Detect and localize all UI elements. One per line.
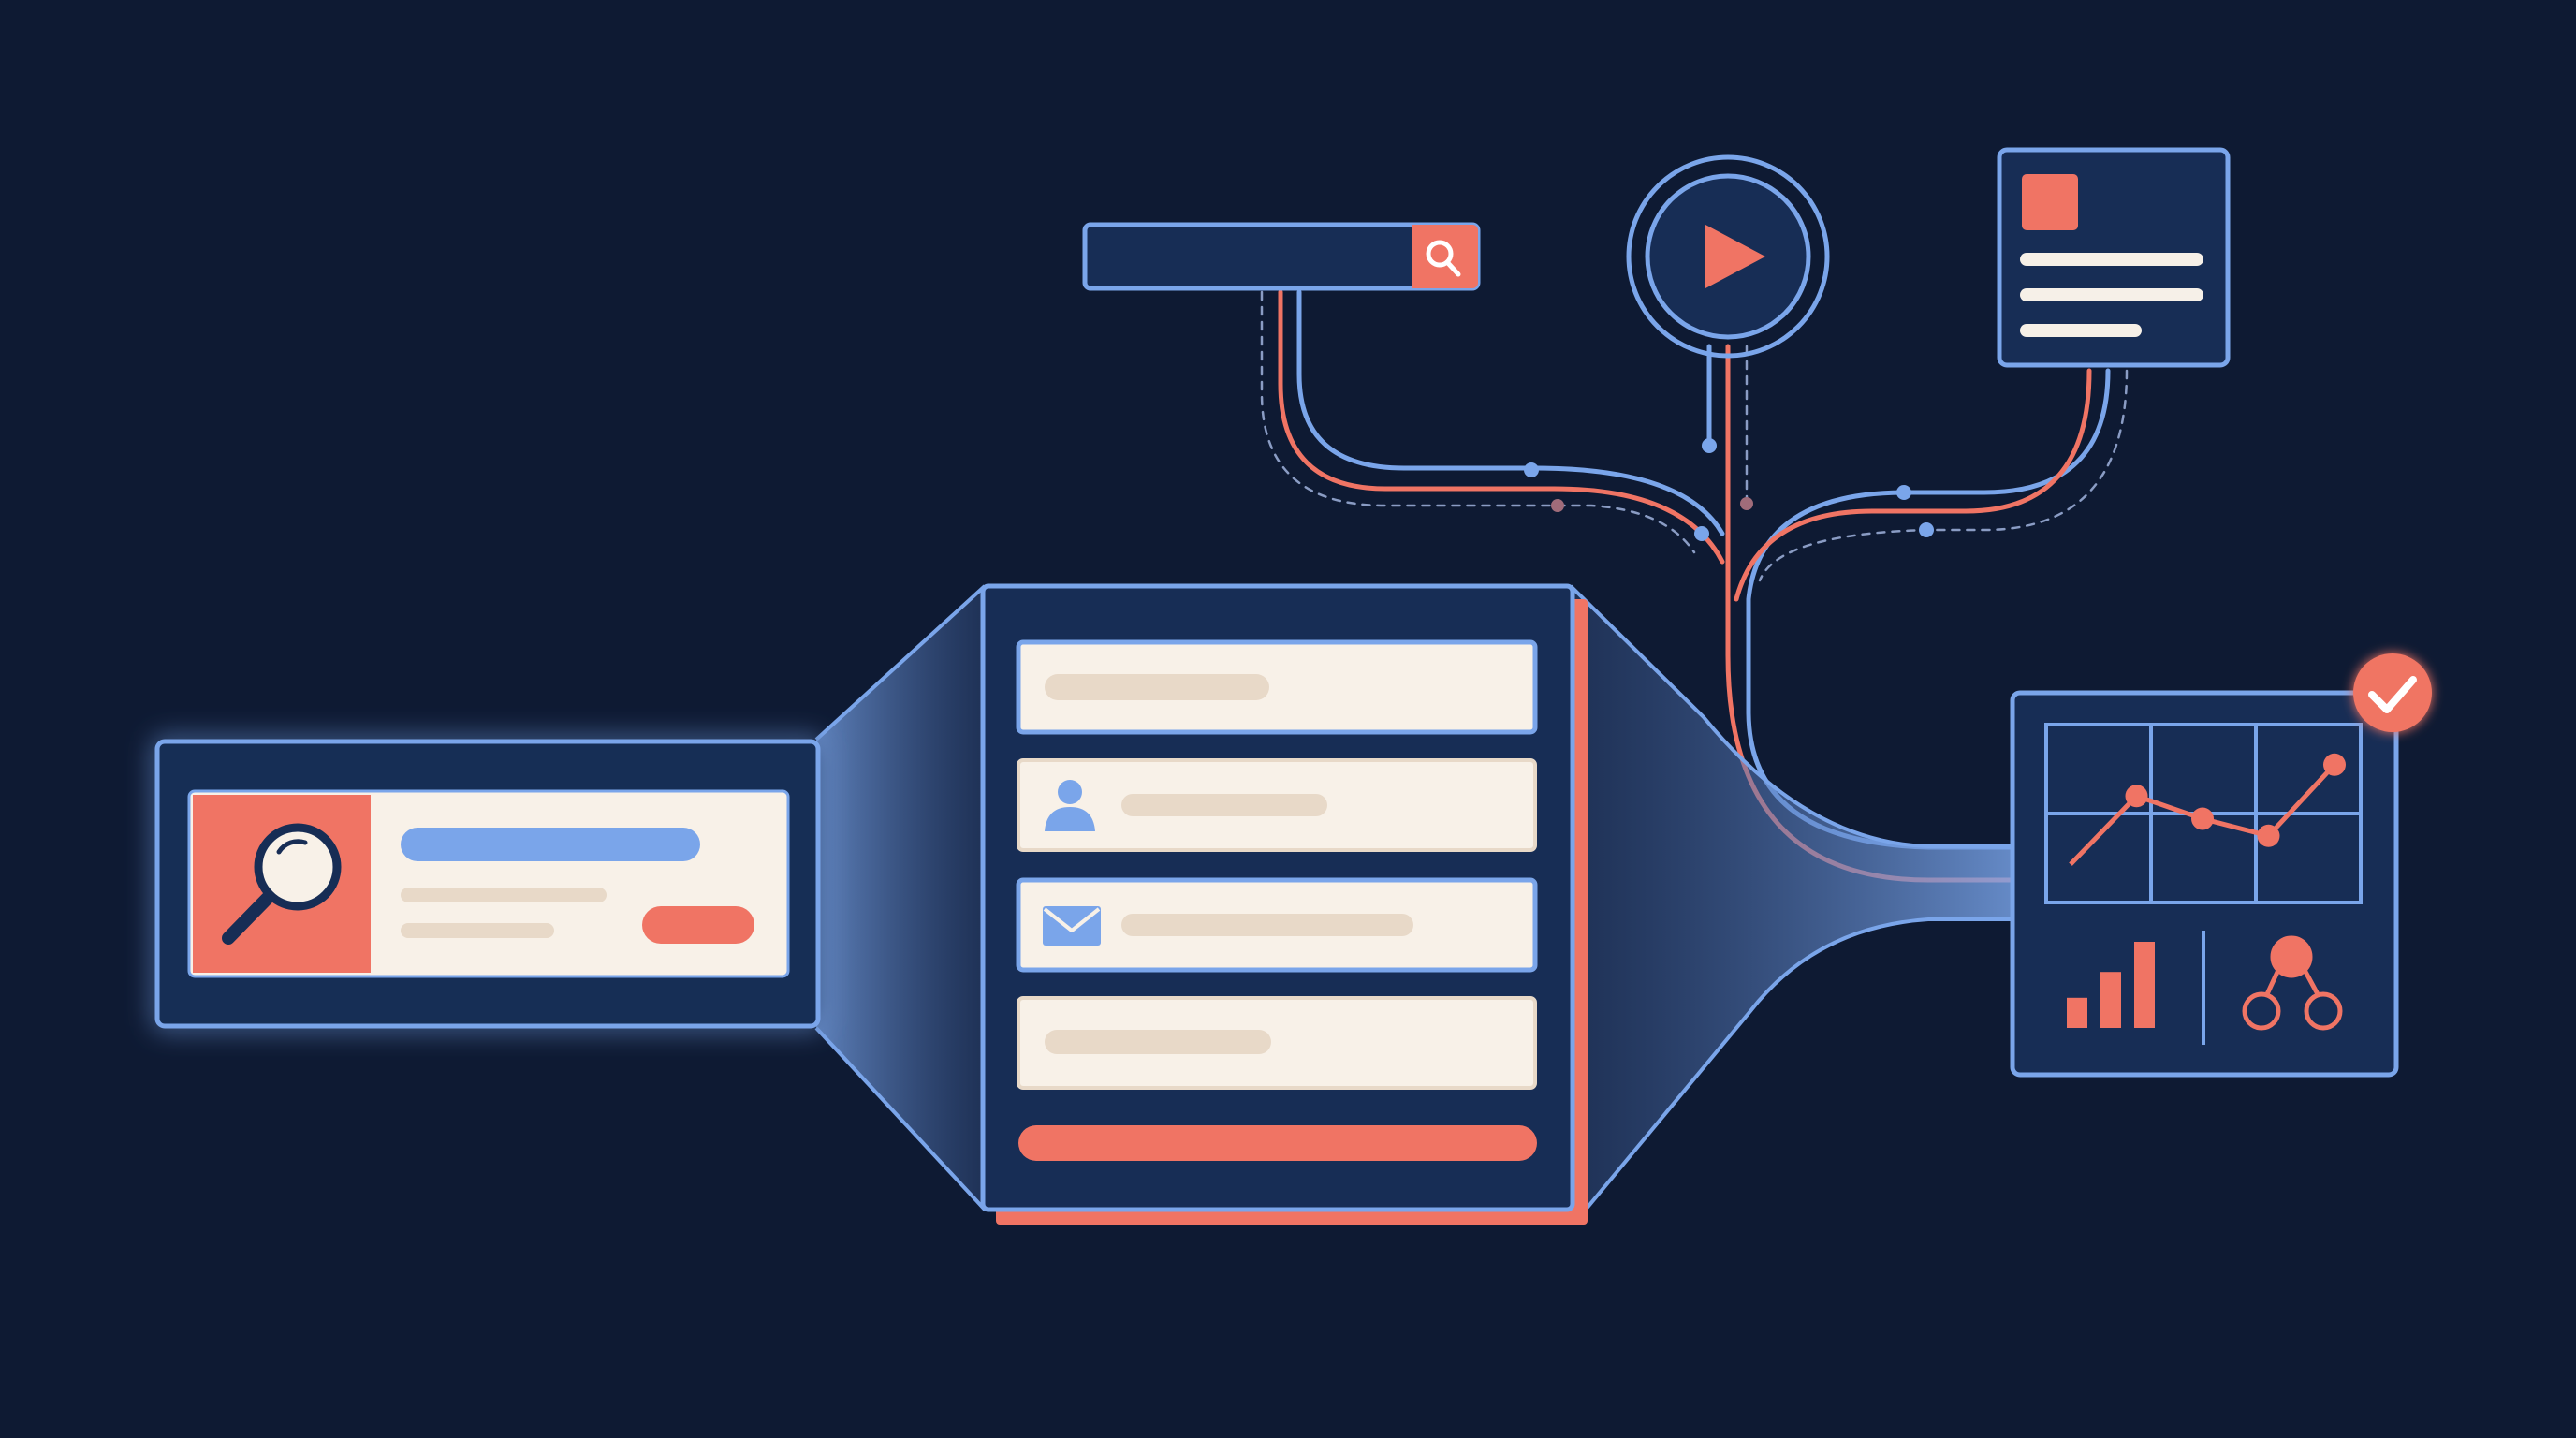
document-connector-dashed: [1758, 369, 2129, 582]
chart-bar: [2134, 942, 2155, 1028]
search-connector-dashed: [1260, 290, 1696, 554]
search-button[interactable]: [1412, 225, 1478, 288]
magnifier-icon: [222, 823, 342, 945]
submit-button[interactable]: [1018, 1125, 1537, 1161]
chart-bar: [2067, 997, 2087, 1028]
junction-dot: [1740, 497, 1753, 510]
junction-dot: [1919, 522, 1934, 537]
form-row-4[interactable]: [1017, 996, 1537, 1090]
junction-dot: [1524, 462, 1539, 477]
form-panel: [980, 583, 1588, 1225]
chart-point: [2191, 807, 2214, 830]
document-connector-red: [1734, 368, 2092, 602]
play-icon: [1705, 225, 1765, 288]
form-row-3[interactable]: [1016, 877, 1538, 973]
media-node[interactable]: [1626, 154, 1830, 359]
chart-point: [2257, 824, 2280, 847]
document-icon: [2020, 174, 2203, 337]
junction-dot: [1551, 499, 1564, 512]
result-action-button[interactable]: [642, 906, 754, 944]
junction-dot: [1702, 438, 1717, 453]
document-card: [1997, 147, 2231, 368]
mail-icon: [1043, 906, 1101, 946]
row-text-placeholder: [1121, 914, 1413, 936]
result-title-placeholder: [401, 828, 700, 861]
junction-dot: [1896, 485, 1911, 500]
dashboard-card: [2010, 690, 2399, 1078]
junction-dot: [1694, 526, 1709, 541]
line-chart-marks: [2069, 753, 2346, 866]
chart-point: [2125, 785, 2148, 808]
chart-point: [2323, 753, 2346, 776]
row-text-placeholder: [1045, 674, 1269, 700]
checkmark-icon: [2368, 676, 2417, 713]
row-text-placeholder: [1121, 794, 1327, 816]
row-text-placeholder: [1045, 1030, 1271, 1054]
form-row-2[interactable]: [1017, 758, 1537, 852]
result-line-placeholder: [401, 923, 554, 938]
line-chart-icon: [2044, 723, 2363, 904]
search-result-card[interactable]: [154, 739, 821, 1029]
user-icon: [1045, 780, 1095, 831]
status-badge: [2353, 653, 2432, 732]
search-connector-red: [1278, 289, 1725, 565]
result-line-placeholder: [401, 888, 607, 902]
left-funnel: [814, 584, 987, 1211]
search-icon: [1426, 240, 1461, 277]
search-bar[interactable]: [1082, 222, 1481, 291]
chart-bar: [2100, 972, 2121, 1028]
network-icon: [2242, 935, 2343, 1031]
form-row-1[interactable]: [1016, 639, 1538, 735]
bar-chart-icon: [2067, 942, 2155, 1028]
right-funnel: [1569, 584, 2011, 1211]
